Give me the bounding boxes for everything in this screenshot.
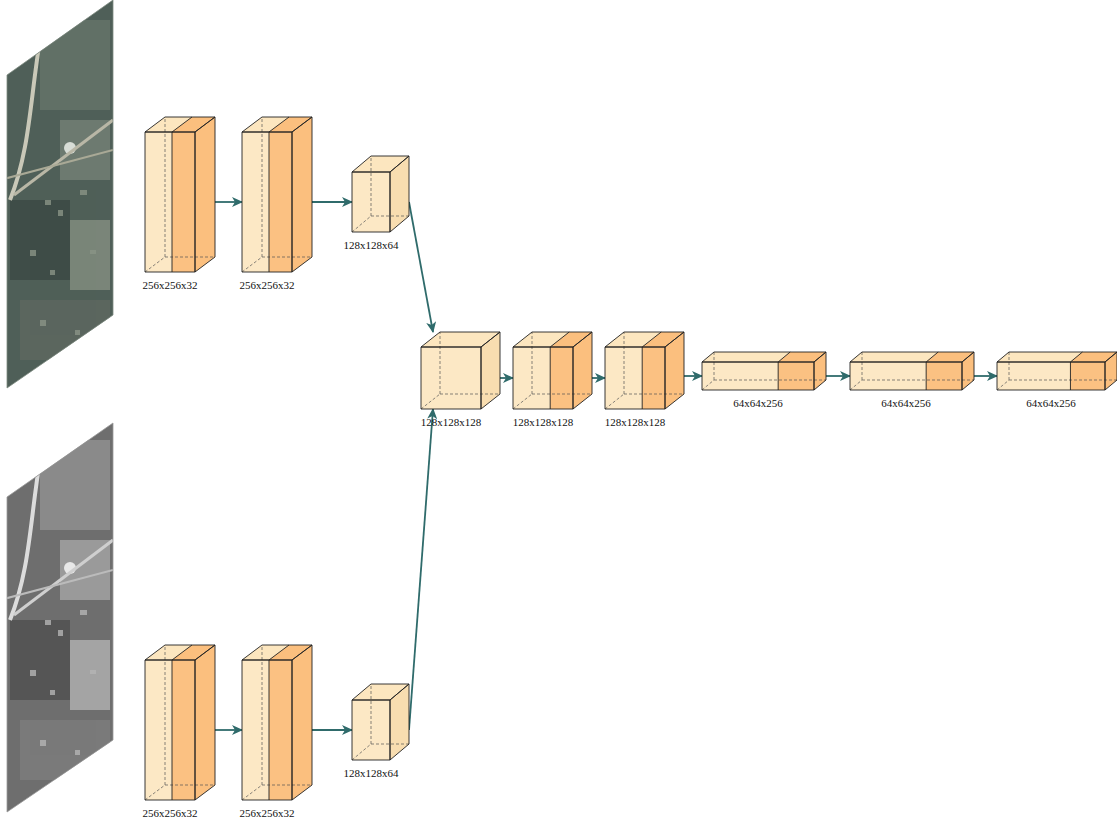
layer-box-shape <box>997 352 1117 390</box>
flow-arrow <box>500 377 513 379</box>
layer-block: 128x128x128 <box>421 332 500 409</box>
layer-block: 128x128x64 <box>352 156 409 232</box>
dimension-label: 256x256x32 <box>143 279 198 291</box>
dimension-label-holder: 128x128x64 <box>344 235 399 253</box>
layer-box-shape <box>242 117 312 272</box>
flow-arrow <box>312 201 352 203</box>
dimension-label-holder: 256x256x32 <box>143 803 198 821</box>
flow-arrow <box>409 409 433 730</box>
dimension-label-holder: 64x64x256 <box>881 393 931 411</box>
layer-box-shape <box>145 645 215 800</box>
layer-block: 64x64x256 <box>850 352 974 390</box>
dimension-label-holder: 64x64x256 <box>733 393 783 411</box>
flow-arrow <box>592 377 605 379</box>
flow-arrow <box>215 201 242 203</box>
layer-box-shape <box>421 332 500 409</box>
dimension-label-holder: 256x256x32 <box>240 275 295 293</box>
layer-box-shape <box>352 156 409 232</box>
layer-block: 256x256x32 <box>242 117 312 272</box>
dimension-label-holder: 128x128x128 <box>605 412 666 430</box>
dimension-label-holder: 256x256x32 <box>240 803 295 821</box>
dimension-label: 64x64x256 <box>881 397 931 409</box>
layer-box-shape <box>513 332 592 409</box>
layer-block: 128x128x64 <box>352 684 409 760</box>
dimension-label-holder: 128x128x64 <box>344 763 399 781</box>
dimension-label: 128x128x128 <box>421 416 482 428</box>
layer-block: 64x64x256 <box>702 352 826 390</box>
dimension-label-holder: 128x128x128 <box>513 412 574 430</box>
flow-arrow <box>215 729 242 731</box>
layer-box-shape <box>702 352 826 390</box>
dimension-label-holder: 64x64x256 <box>1026 393 1076 411</box>
layer-block: 256x256x32 <box>145 117 215 272</box>
layer-block: 128x128x128 <box>605 332 684 409</box>
dimension-label: 256x256x32 <box>143 807 198 819</box>
dimension-label-holder: 256x256x32 <box>143 275 198 293</box>
dimension-label: 128x128x128 <box>513 416 574 428</box>
layer-box-shape <box>605 332 684 409</box>
satellite-image-color <box>0 0 120 400</box>
layer-box-shape <box>352 684 409 760</box>
dimension-label: 128x128x64 <box>344 239 399 251</box>
layer-box-shape <box>242 645 312 800</box>
flow-arrow <box>826 375 850 377</box>
layer-box-shape <box>145 117 215 272</box>
dimension-label: 256x256x32 <box>240 807 295 819</box>
layer-block: 128x128x128 <box>513 332 592 409</box>
dimension-label: 128x128x128 <box>605 416 666 428</box>
dimension-label: 64x64x256 <box>1026 397 1076 409</box>
flow-arrow <box>684 375 702 377</box>
satellite-image-gray <box>0 420 120 820</box>
flow-arrow <box>409 202 433 332</box>
flow-arrow <box>974 375 997 377</box>
dimension-label: 256x256x32 <box>240 279 295 291</box>
dimension-label-holder: 128x128x128 <box>421 412 482 430</box>
dimension-label: 128x128x64 <box>344 767 399 779</box>
flow-arrow <box>312 729 352 731</box>
layer-block: 256x256x32 <box>242 645 312 800</box>
layer-block: 64x64x256 <box>997 352 1117 390</box>
layer-block: 256x256x32 <box>145 645 215 800</box>
dimension-label: 64x64x256 <box>733 397 783 409</box>
layer-box-shape <box>850 352 974 390</box>
